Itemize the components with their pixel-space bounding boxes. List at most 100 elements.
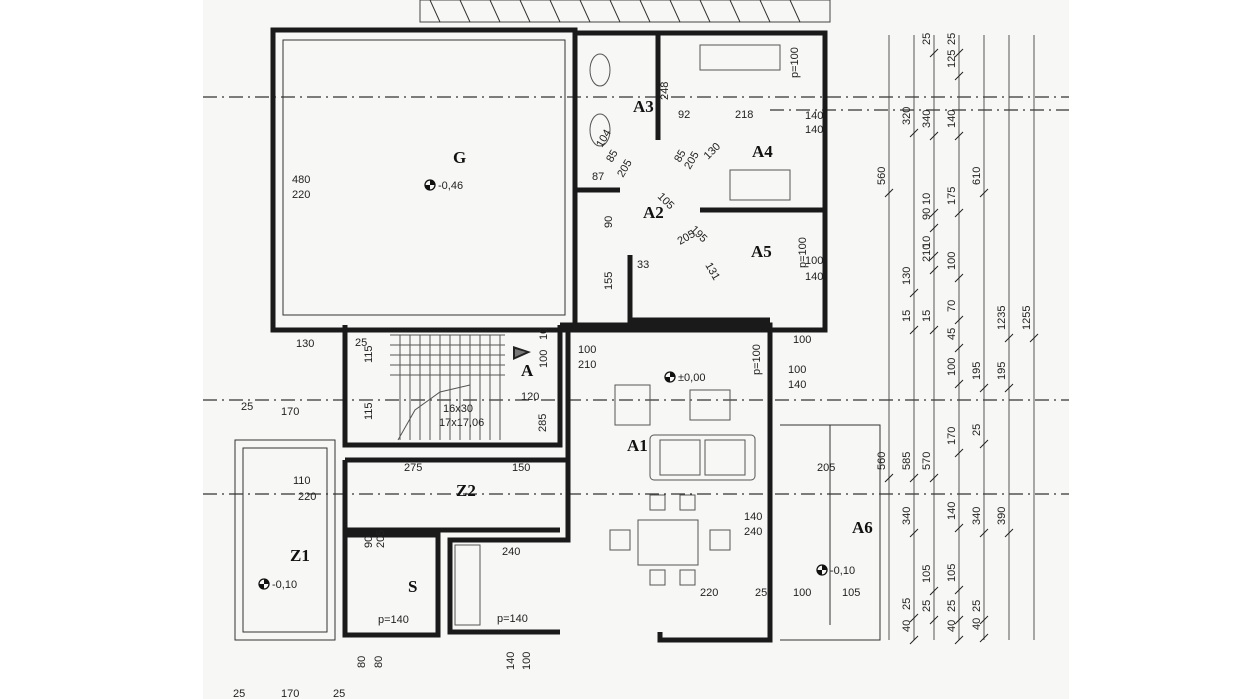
dimension-tick [954,615,964,625]
dimension-label: 240 [744,526,762,538]
dimension-label: 140 [788,379,806,391]
dimension-label: 105 [842,587,860,599]
dimension-label: 130 [296,338,314,350]
dimension-label: p=140 [378,614,409,626]
dimension-label: 10 [538,328,550,340]
dimension-tick [954,448,964,458]
dimension-tick [979,615,989,625]
room-label-a: A [521,361,534,380]
dimension-label: 220 [292,189,310,201]
dimension-label: 170 [281,688,299,699]
room-label-a5: A5 [751,242,772,261]
dimension-tick [929,48,939,58]
dimension-tick [929,251,939,261]
dimension-label: 390 [996,507,1008,525]
room-label-z2: Z2 [456,481,476,500]
dimension-label: 10 [921,236,933,248]
dimension-tick [979,383,989,393]
dimension-tick [1004,333,1014,343]
dimension-tick [954,208,964,218]
dimension-tick [979,439,989,449]
dimension-label: 110 [293,475,311,487]
dimension-label: 340 [971,507,983,525]
level-marker-icon [424,179,436,191]
room-level-a6: -0,10 [830,565,855,577]
dimension-label: 16x30 [443,403,473,415]
dimension-label: 560 [876,452,888,470]
room-label-a3: A3 [633,97,654,116]
dimension-label: 205 [375,530,387,548]
dimension-label: 585 [901,452,913,470]
dimension-tick [954,523,964,533]
dimension-label: 92 [678,109,690,121]
dimension-label: 25 [233,688,245,699]
dimension-tick [979,188,989,198]
dimension-label: 100 [946,358,958,376]
dimension-label: 275 [404,462,422,474]
dimension-label: 15 [901,310,913,322]
dimension-label: 25 [946,600,958,612]
dimension-label: 33 [637,259,649,271]
room-label-s: S [408,577,417,596]
room-label-a4: A4 [752,142,773,161]
dimension-label: 570 [921,452,933,470]
dimension-tick [909,528,919,538]
dimension-label: 218 [735,109,753,121]
dimension-tick [979,528,989,538]
dimension-label: 25 [921,600,933,612]
dimension-label: 90 [603,216,615,228]
dimension-label: 17x17,06 [439,417,484,429]
room-level-a1: ±0,00 [678,372,705,384]
dimension-tick [929,615,939,625]
dimension-label: 25 [333,688,345,699]
dimension-label: 25 [241,401,253,413]
dimension-tick [909,635,919,645]
dimension-tick [929,131,939,141]
dimension-tick [954,315,964,325]
dimension-label: 115 [363,402,375,420]
dimension-label: 155 [603,272,615,290]
dimension-tick [954,343,964,353]
dimension-tick [954,379,964,389]
dimension-label: 610 [971,167,983,185]
dimension-label: 80 [373,656,385,668]
dimension-label: 85 [604,148,621,165]
dimension-label: 140 [805,271,823,283]
room-label-a1: A1 [627,436,648,455]
dimension-label: 115 [363,345,375,363]
dimension-label: 105 [921,565,933,583]
dimension-label: 560 [876,167,888,185]
dimension-label: 130 [901,267,913,285]
dimension-label: 85 [672,148,689,165]
dimension-label: 15 [921,310,933,322]
dimension-label: 1235 [996,306,1008,330]
level-marker-icon [816,564,828,576]
dimension-label: 100 [578,344,596,356]
dimension-tick [929,325,939,335]
dimension-tick [954,273,964,283]
dimension-tick [909,288,919,298]
dimension-label: 100 [805,255,823,267]
dimension-label: 340 [921,110,933,128]
dimension-label: 25 [971,424,983,436]
dimension-label: 70 [946,300,958,312]
right-dimension-chains: 5605603201301558534025402510109034021015… [876,33,1039,645]
room-level-g: -0,46 [438,180,463,192]
dimension-tick [909,613,919,623]
dimension-label: 10 [921,193,933,205]
dimension-label: 205 [817,462,835,474]
dimension-label: 175 [946,187,958,205]
top-neighbor-strip [419,0,831,23]
dimension-label: 40 [971,618,983,630]
dimension-tick [929,223,939,233]
dimension-label: 25 [946,33,958,45]
dimension-label: 320 [901,107,913,125]
room-label-a6: A6 [852,518,873,537]
room-label-z1: Z1 [290,546,310,565]
dimension-tick [929,473,939,483]
room-label-a2: A2 [643,203,664,222]
section-marker-a [513,346,531,360]
